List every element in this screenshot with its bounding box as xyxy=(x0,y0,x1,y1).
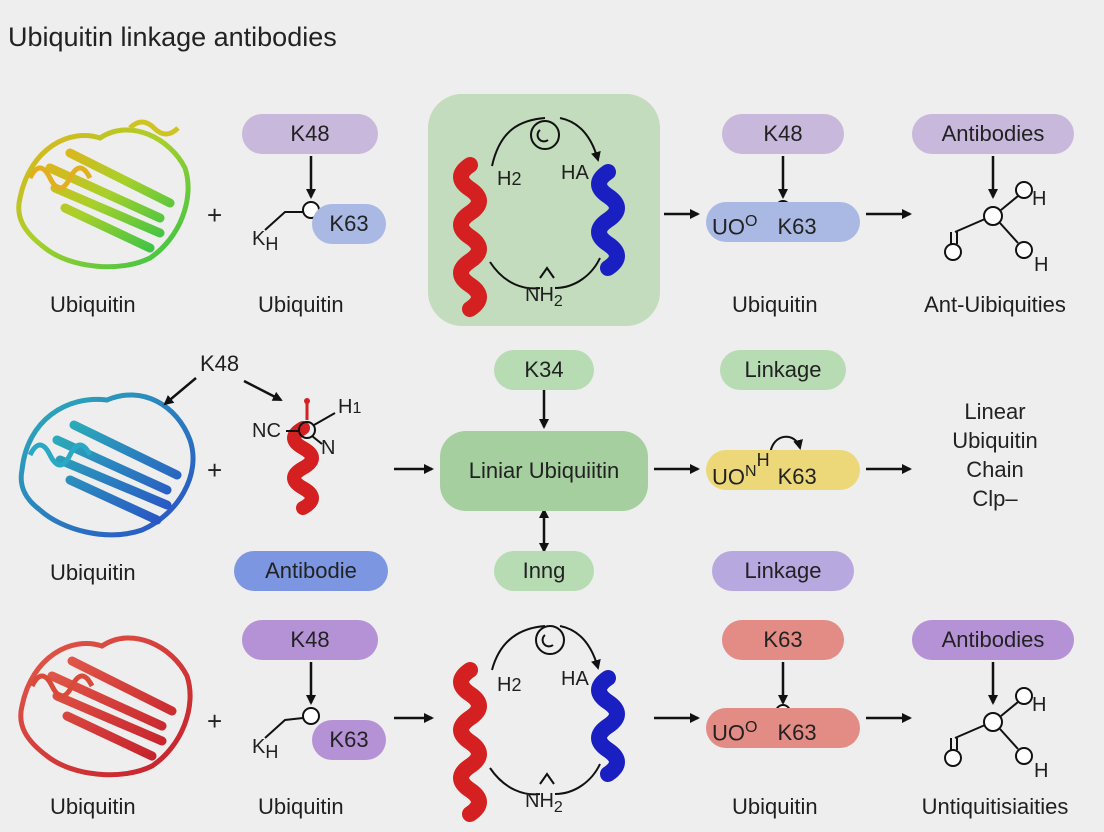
molecule-row3 xyxy=(944,687,1033,767)
row3-sub-label: Ubiquitin xyxy=(258,794,344,819)
chain-line-2: Ubiquitin xyxy=(952,428,1038,453)
molecule-row1 xyxy=(944,181,1033,261)
page-title: Ubiquitin linkage antibodies xyxy=(8,22,337,52)
row1-far-label: Ant-Uibiquities xyxy=(924,292,1066,317)
row2-pill-k34: K34 xyxy=(494,350,594,390)
row1-sub-label: Ubiquitin xyxy=(258,292,344,317)
row2-chain-label: Linear Ubiquitin Chain Clp– xyxy=(910,397,1080,513)
row2-pill-linkage-top: Linkage xyxy=(720,350,846,390)
protein-ribbon-blue xyxy=(18,392,196,538)
row3-ha-label: HA xyxy=(561,668,589,690)
row1-pill-k48-right: K48 xyxy=(722,114,844,154)
row2-h1-label: H1 xyxy=(338,396,362,418)
row2-n-label: N xyxy=(321,437,336,459)
row2-main-box: Liniar Ubiquiitin xyxy=(440,431,648,511)
row1-mol-h-bottom: H xyxy=(1034,254,1049,276)
row3-pill-k63-right: K63 xyxy=(722,620,844,660)
helix-blue-row3 xyxy=(591,670,625,782)
helix-red-small xyxy=(287,398,319,515)
row1-nh2-label: NH2 xyxy=(525,284,563,310)
row2-pill-linkage-bottom: Linkage xyxy=(712,551,854,591)
row3-protein-label: Ubiquitin xyxy=(50,794,136,819)
protein-ribbon-rainbow xyxy=(16,119,191,270)
row3-nh2-label: NH2 xyxy=(525,790,563,816)
row3-k-label: KH xyxy=(252,736,279,762)
row1-plus: + xyxy=(207,200,223,230)
row1-pill-k48: K48 xyxy=(242,114,378,154)
row3-right-label: Ubiquitin xyxy=(732,794,818,819)
helix-blue xyxy=(591,164,625,276)
row2-pill-chain: UONHK63 xyxy=(706,450,860,490)
row3-mol-h-bottom: H xyxy=(1034,760,1049,782)
row1-right-label: Ubiquitin xyxy=(732,292,818,317)
row3-far-label: Untiquitisiaities xyxy=(921,794,1069,819)
row3-plus: + xyxy=(207,706,223,736)
row1-ha-label: HA xyxy=(561,162,589,184)
chain-line-4: Clp– xyxy=(972,486,1018,511)
row3-pill-k63: K63 xyxy=(312,720,386,760)
row3-h2-label: H2 xyxy=(497,674,522,696)
row1-pill-k63: K63 xyxy=(312,204,386,244)
row2-protein-label: Ubiquitin xyxy=(50,560,136,585)
chain-line-3: Chain xyxy=(966,457,1024,482)
row3-pill-antibodies: Antibodies xyxy=(912,620,1074,660)
protein-ribbon-red xyxy=(18,635,193,778)
row3-mol-h-top: H xyxy=(1032,694,1047,716)
chain-line-1: Linear xyxy=(964,399,1026,424)
helix-red xyxy=(453,157,487,317)
row2-plus: + xyxy=(207,455,223,485)
row3-pill-k48: K48 xyxy=(242,620,378,660)
row1-h2-label: H2 xyxy=(497,168,522,190)
row2-pill-inng: Inng xyxy=(494,551,594,591)
row1-pill-antibodies: Antibodies xyxy=(912,114,1074,154)
helix-red-row3 xyxy=(453,662,487,822)
row2-pill-antibodie: Antibodie xyxy=(234,551,388,591)
row2-nc-label: NC xyxy=(252,420,281,442)
row2-k48-label: K48 xyxy=(200,351,240,376)
row1-protein-label: Ubiquitin xyxy=(50,292,136,317)
row1-mol-h-top: H xyxy=(1032,188,1047,210)
row1-k-label: KH xyxy=(252,228,279,254)
